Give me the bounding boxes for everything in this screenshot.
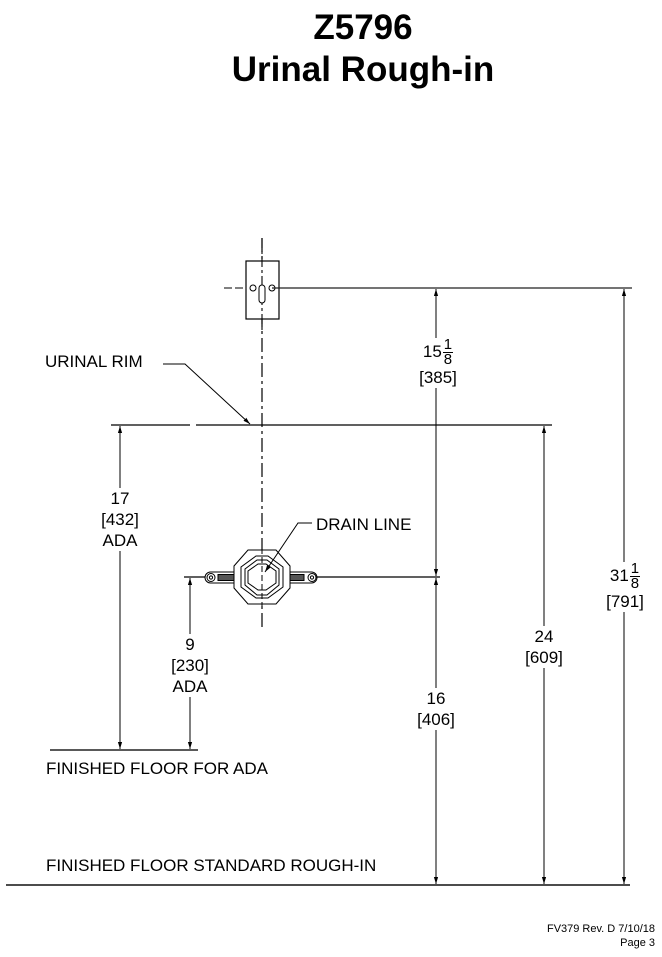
finished-floor-ada-label: FINISHED FLOOR FOR ADA: [46, 759, 268, 778]
fraction-numerator: 1: [442, 336, 454, 353]
drain-line-label: DRAIN LINE: [316, 515, 412, 534]
dim-metric: [609]: [525, 648, 563, 667]
dim-floor-to-rim: 24 [609]: [520, 626, 568, 668]
dim-value: 16: [426, 689, 446, 708]
fraction-numerator: 1: [629, 560, 641, 577]
dim-metric: [385]: [419, 368, 457, 387]
dim-metric: [432]: [101, 510, 139, 529]
dim-ada-floor-to-rim: 17 [432] ADA: [94, 488, 146, 551]
drain-line-leader: [264, 522, 312, 573]
urinal-rim-leader: [163, 363, 251, 425]
page-title: Urinal Rough-in: [231, 50, 495, 89]
dim-value: 24: [534, 627, 554, 646]
urinal-rim-label: URINAL RIM: [45, 352, 143, 371]
dim-floor-to-drain: 16 [406]: [412, 688, 460, 730]
dim-note: ADA: [102, 531, 138, 550]
dim-ada-floor-to-drain: 9 [230] ADA: [164, 634, 216, 697]
dim-metric: [406]: [417, 710, 455, 729]
dim-value: 17: [110, 489, 130, 508]
dim-whole: 15: [422, 341, 442, 361]
dim-metric: [791]: [606, 592, 644, 611]
fraction-denominator: 8: [443, 351, 453, 368]
page-number: Page 3: [620, 937, 655, 949]
dim-whole: 31: [609, 565, 629, 585]
dim-metric: [230]: [171, 656, 209, 675]
finished-floor-standard-label: FINISHED FLOOR STANDARD ROUGH-IN: [46, 856, 377, 875]
flush-valve-plate-icon: [224, 238, 280, 330]
dim-value: 9: [185, 635, 195, 654]
fraction-denominator: 8: [630, 575, 640, 592]
dim-note: ADA: [172, 677, 208, 696]
document-revision: FV379 Rev. D 7/10/18: [546, 923, 655, 935]
model-number: Z5796: [313, 8, 413, 47]
drain-outlet-icon: [204, 548, 318, 608]
